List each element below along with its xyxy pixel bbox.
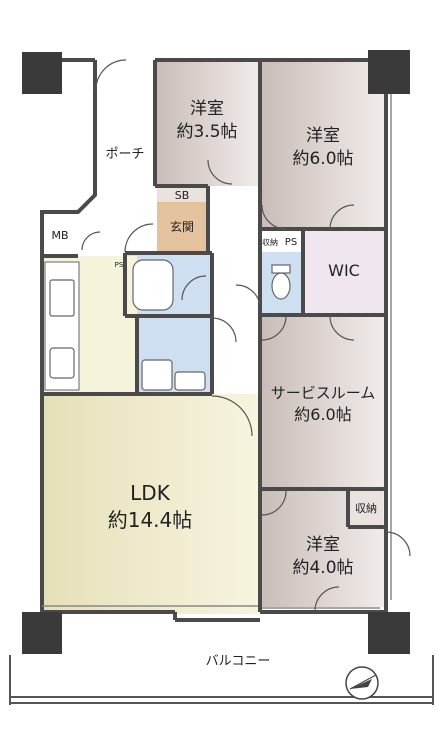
ldk-name: LDK: [130, 481, 171, 505]
storage-ps-floor: [260, 230, 302, 252]
door-western3: [261, 490, 287, 516]
door-storage2: [385, 531, 411, 557]
door-entrance: [95, 59, 127, 91]
sink-icon: [174, 371, 206, 391]
door-service-2: [329, 315, 355, 341]
washer: [141, 359, 173, 391]
storage-2-floor: [349, 488, 383, 526]
western-room-1-size: 約3.5帖: [176, 122, 237, 142]
western-room-2-floor: [262, 62, 385, 229]
door-porch-mb: [81, 231, 101, 251]
balcony-label: バルコニー: [206, 654, 271, 669]
wic-floor: [305, 230, 385, 314]
door-wash: [211, 317, 237, 343]
storage-1-label: 収納: [262, 237, 278, 247]
column-ne: [368, 50, 410, 94]
column-nw: [22, 52, 62, 94]
service-room-floor: [262, 316, 385, 488]
western-room-3-name: 洋室: [306, 535, 340, 555]
bathtub-icon: [132, 259, 174, 311]
western-room-3-size: 約4.0帖: [292, 558, 353, 578]
mb-label: MB: [51, 229, 68, 242]
kitchen-sink: [49, 347, 75, 379]
column-se: [368, 612, 410, 654]
entrance-floor: [157, 202, 206, 252]
door-entrance-main: [124, 223, 154, 253]
sb-label: SB: [175, 189, 190, 202]
compass-icon: [345, 666, 379, 700]
stove-icon: [49, 279, 75, 317]
ps-2-label: PS: [115, 261, 124, 269]
western-room-2-size: 約6.0帖: [292, 149, 353, 169]
service-room-name: サービスルーム: [271, 384, 376, 402]
ps-1-label: PS: [285, 237, 297, 248]
door-ldk: [211, 395, 253, 437]
labels: 洋室 約3.5帖 洋室 約6.0帖 ポーチ SB 玄関 MB 収納 PS PS …: [51, 99, 377, 669]
ldk-floor: [42, 394, 258, 614]
service-room-size: 約6.0帖: [294, 405, 351, 424]
sb-floor: [157, 186, 206, 202]
western-room-2-name: 洋室: [306, 126, 340, 146]
door-closet: [314, 586, 340, 612]
toilet-tank: [271, 264, 291, 274]
door-western1: [207, 159, 233, 185]
door-western2: [261, 204, 287, 230]
wic-label: WIC: [328, 261, 360, 280]
toilet-icon: [271, 272, 291, 300]
entrance-label: 玄関: [170, 219, 194, 234]
walls: [40, 58, 388, 622]
ldk-size: 約14.4帖: [108, 508, 193, 532]
columns: [22, 50, 410, 654]
western-room-1-name: 洋室: [190, 99, 224, 119]
door-wic: [329, 204, 355, 230]
doors: [81, 59, 411, 612]
door-toilet: [235, 284, 261, 306]
column-sw: [22, 612, 62, 654]
door-bath: [181, 275, 207, 301]
porch-label: ポーチ: [105, 147, 144, 162]
door-service: [261, 315, 287, 341]
fixtures: [49, 259, 291, 391]
storage-2-label: 収納: [355, 502, 377, 515]
